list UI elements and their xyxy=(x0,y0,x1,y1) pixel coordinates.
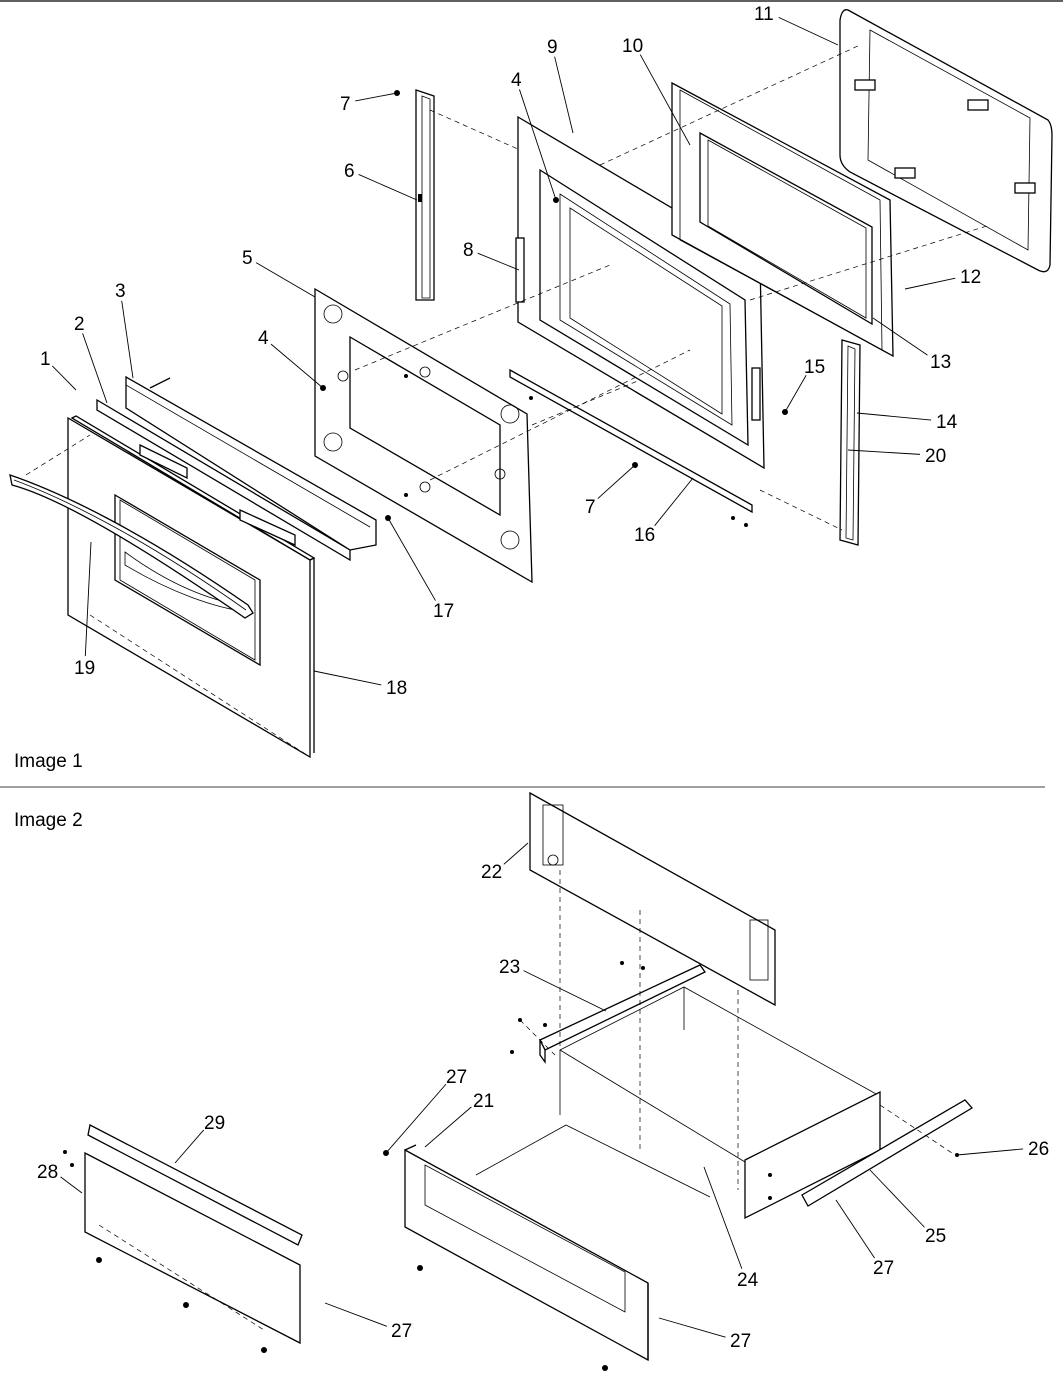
screws-image-2 xyxy=(63,961,959,1371)
part-callout-number: 27 xyxy=(873,1258,894,1279)
callout-leader-line xyxy=(313,670,382,686)
callout-leader-line xyxy=(270,343,324,389)
part-callout-number: 8 xyxy=(463,240,474,261)
part-callout-number: 1 xyxy=(40,349,51,370)
alignment-lines-image-2 xyxy=(98,870,956,1331)
part-callout-number: 6 xyxy=(344,161,355,182)
part-callout-number: 7 xyxy=(340,94,351,115)
callout-leader-line xyxy=(639,54,691,146)
part-callout-number: 20 xyxy=(925,446,946,467)
callout-leader-line xyxy=(121,300,134,379)
callout-leader-line xyxy=(703,1166,743,1269)
callout-leader-line xyxy=(872,317,928,356)
part-29-panel-trim xyxy=(87,1124,303,1246)
callouts-image-2: 21 22 23 24 25 26 27 27 27 27 28 29 xyxy=(37,842,1049,1352)
callout-leader-line xyxy=(784,375,807,413)
part-28-bottom-panel xyxy=(84,1151,301,1345)
part-callout-number: 27 xyxy=(446,1067,467,1088)
callout-leader-line xyxy=(355,92,398,102)
part-callout-number: 21 xyxy=(473,1091,494,1112)
part-6-left-channel xyxy=(415,89,435,301)
callout-leader-line xyxy=(778,16,839,46)
part-21-drawer-front xyxy=(404,1144,649,1362)
callout-leader-line xyxy=(904,277,956,290)
callout-leader-line xyxy=(60,1176,83,1194)
part-callout-number: 29 xyxy=(204,1113,225,1134)
part-callout-number: 5 xyxy=(242,248,253,269)
callout-leader-line xyxy=(847,449,921,455)
callout-leader-line xyxy=(387,517,436,601)
part-callout-number: 27 xyxy=(730,1331,751,1352)
part-11-outer-frame xyxy=(839,9,1053,273)
part-3-top-trim xyxy=(125,375,377,551)
callout-leader-line xyxy=(52,365,77,391)
callout-leader-line xyxy=(358,174,418,201)
part-callout-number: 16 xyxy=(634,525,655,546)
callout-leader-line xyxy=(956,1148,1024,1156)
callout-leader-line xyxy=(82,333,108,404)
part-callout-number: 14 xyxy=(936,412,958,433)
part-callout-number: 26 xyxy=(1028,1139,1049,1160)
part-callout-number: 23 xyxy=(499,957,520,978)
part-callout-number: 10 xyxy=(622,36,643,57)
part-2-vent-panel xyxy=(96,398,351,562)
callout-leader-line xyxy=(654,477,694,526)
part-callout-number: 24 xyxy=(737,1270,759,1291)
part-callout-number: 18 xyxy=(386,678,407,699)
part-16-bottom-rail xyxy=(509,368,753,514)
callout-leader-line xyxy=(856,412,932,421)
part-10-glass-panes xyxy=(671,81,894,358)
part-callout-number: 4 xyxy=(258,328,269,349)
part-callout-number: 13 xyxy=(930,352,951,373)
part-23-rear-rail xyxy=(539,964,706,1065)
part-callout-number: 22 xyxy=(481,862,502,883)
part-callout-number: 19 xyxy=(74,658,95,679)
part-callout-number: 27 xyxy=(391,1321,412,1342)
part-callout-number: 15 xyxy=(804,357,825,378)
callout-leader-line xyxy=(424,1106,472,1148)
callout-leader-line xyxy=(174,1129,205,1164)
part-14-right-channel xyxy=(839,339,861,546)
part-25-slide-rail xyxy=(801,1099,974,1207)
callout-leader-line xyxy=(324,1302,388,1327)
callout-leader-line xyxy=(477,252,520,271)
part-callout-number: 11 xyxy=(754,4,774,25)
part-callout-number: 9 xyxy=(547,37,558,58)
part-callout-number: 17 xyxy=(433,601,454,622)
callout-leader-line xyxy=(554,56,574,134)
part-24-drawer-box xyxy=(475,986,881,1220)
callout-leader-line xyxy=(869,1169,925,1228)
part-22-back-panel xyxy=(529,791,776,1007)
part-callout-number: 25 xyxy=(925,1226,946,1247)
part-callout-number: 3 xyxy=(115,281,126,302)
callout-leader-line xyxy=(503,842,529,865)
part-callout-number: 28 xyxy=(37,1162,58,1183)
callout-leader-line xyxy=(597,464,636,499)
part-18-outer-door-panel xyxy=(67,415,316,759)
part-19-door-handle xyxy=(9,474,254,619)
callout-leader-line xyxy=(385,1083,447,1154)
callout-leader-line xyxy=(835,1199,875,1259)
caption-image-1: Image 1 xyxy=(14,751,83,772)
callout-leader-line xyxy=(84,541,92,657)
callout-leader-line xyxy=(519,89,557,201)
part-5-inner-door-panel xyxy=(314,287,533,584)
part-callout-number: 4 xyxy=(511,70,522,91)
callout-leader-line xyxy=(255,262,316,298)
callout-leader-line xyxy=(658,1317,726,1338)
caption-image-2: Image 2 xyxy=(14,810,83,831)
alignment-lines-image-1 xyxy=(25,44,991,758)
callout-leader-line xyxy=(523,970,607,1012)
part-callout-number: 2 xyxy=(74,314,85,335)
part-callout-number: 12 xyxy=(960,267,981,288)
part-callout-number: 7 xyxy=(585,497,596,518)
